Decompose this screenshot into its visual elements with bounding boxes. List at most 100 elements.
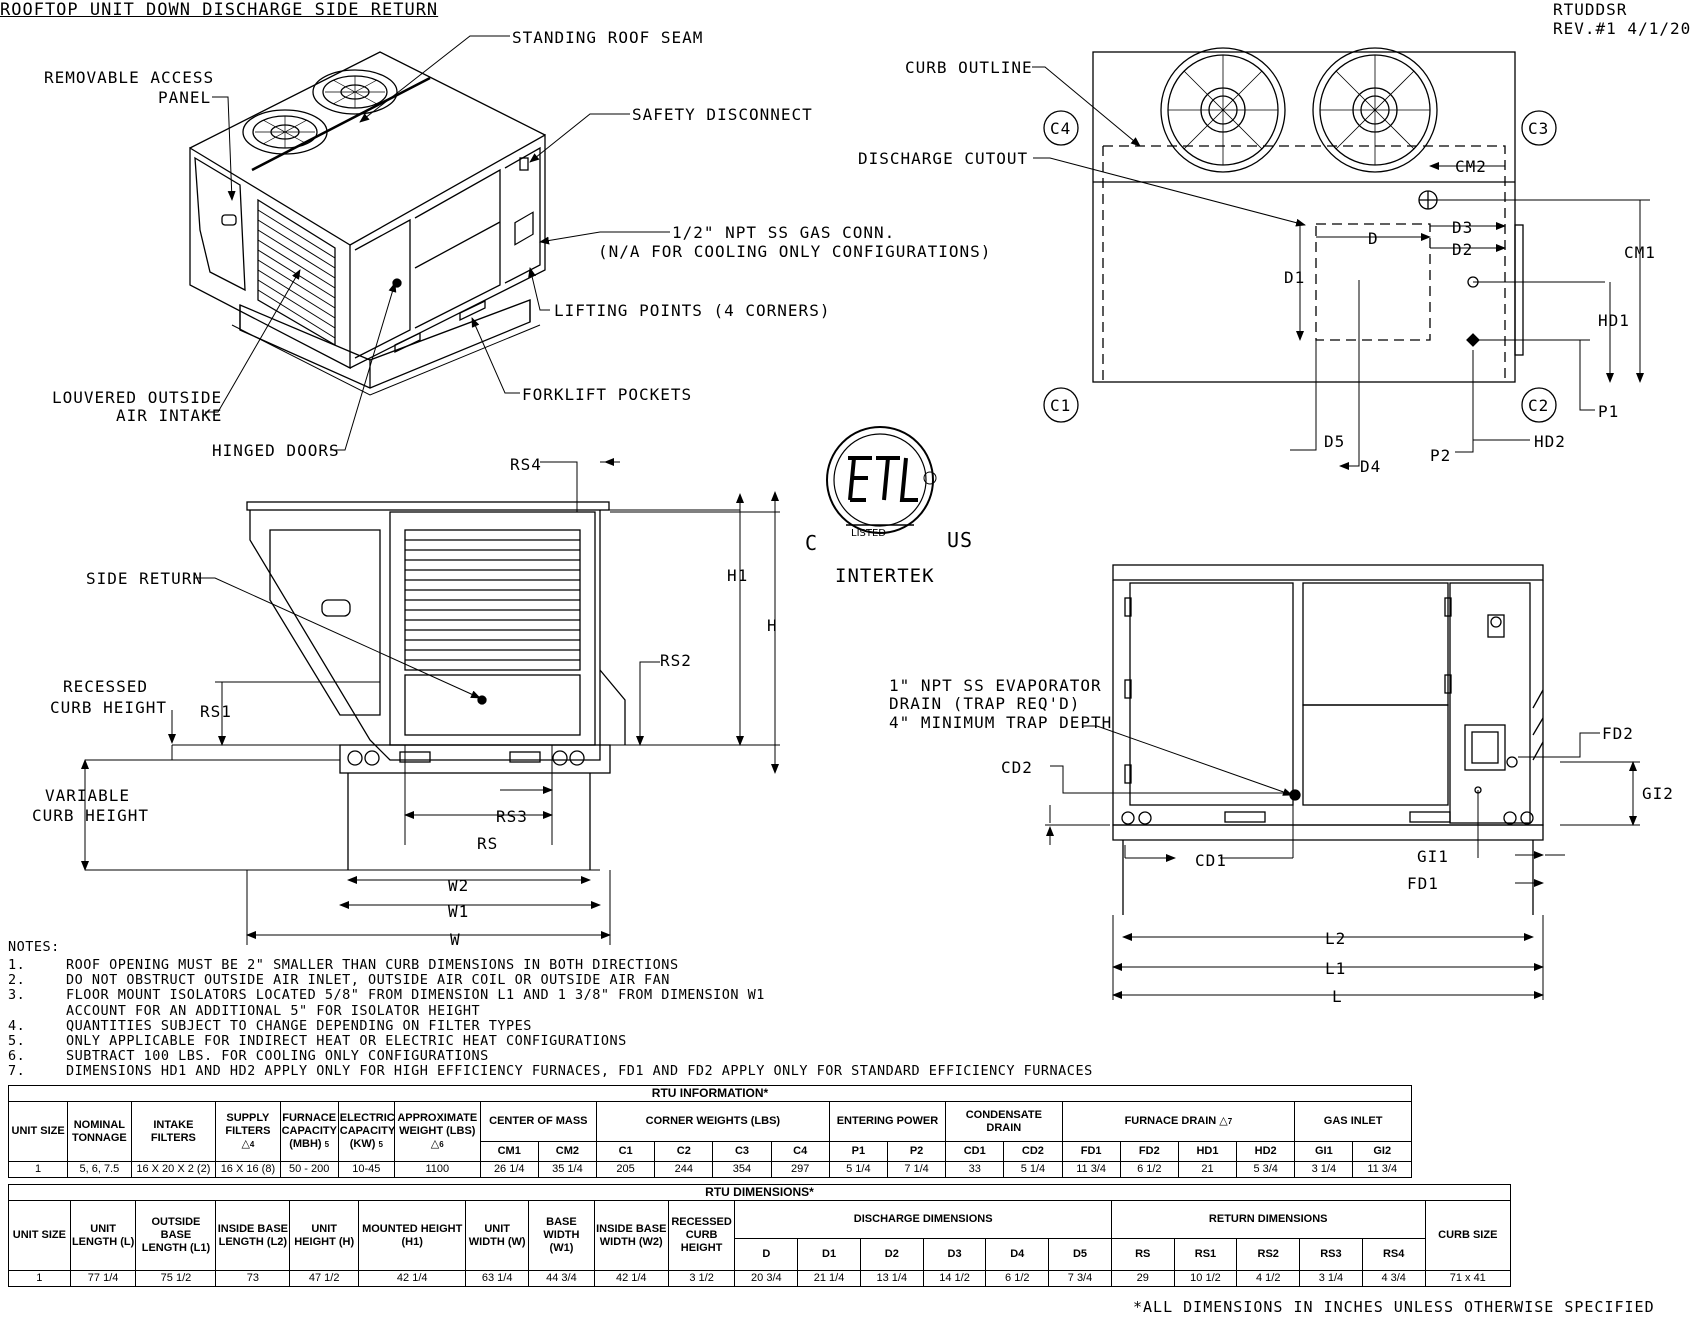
label-louvered-outside: LOUVERED OUTSIDE (52, 388, 223, 407)
th-inside-base-length: INSIDE BASE LENGTH (L2) (215, 1200, 291, 1271)
rtu-information-table: RTU INFORMATION* UNIT SIZE NOMINAL TONNA… (7, 1085, 1412, 1178)
th-gas-inlet: GAS INLET (1294, 1101, 1412, 1142)
note-text: DIMENSIONS HD1 AND HD2 APPLY ONLY FOR HI… (66, 1063, 1093, 1080)
info-data-cell: 205 (596, 1161, 656, 1178)
th-nominal-tonnage: NOMINAL TONNAGE (67, 1101, 132, 1162)
info-subheader-cell: C1 (596, 1141, 656, 1162)
label-drain-trap: DRAIN (TRAP REQ'D) (889, 694, 1081, 713)
info-data-cell: 16 X 20 X 2 (2) (130, 1161, 217, 1178)
label-d4: D4 (1360, 457, 1382, 476)
side-view-dims (81, 458, 780, 945)
info-data-cell: 5 1/4 (1003, 1161, 1063, 1178)
info-data-cell: 7 1/4 (886, 1161, 947, 1178)
note-number: 5. (8, 1033, 26, 1050)
info-subheader-cell: C3 (712, 1141, 772, 1162)
label-h: H (767, 616, 778, 635)
note-item: 4. QUANTITIES SUBJECT TO CHANGE DEPENDING… (8, 1017, 1093, 1034)
info-data-cell: 16 X 16 (8) (215, 1161, 281, 1178)
dim-data-cell: 3 1/4 (1299, 1270, 1363, 1287)
dim-data-cell: 13 1/4 (859, 1270, 924, 1287)
dim-data-cell: 63 1/4 (465, 1270, 530, 1287)
info-subheader-cell: CD1 (945, 1141, 1005, 1162)
dim-data-cell: 77 1/4 (69, 1270, 137, 1287)
th-furnace-capacity: FURNACE CAPACITY (MBH) 5 (279, 1101, 339, 1162)
th-base-width: BASE WIDTH (W1) (528, 1200, 595, 1271)
note-item: ACCOUNT FOR AN ADDITIONAL 5" FOR ISOLATO… (8, 1003, 1093, 1019)
note-number: 2. (8, 972, 26, 989)
label-d: D (1368, 229, 1379, 248)
label-rs3: RS3 (496, 807, 528, 826)
dim-table-caption: RTU DIMENSIONS* (8, 1184, 1511, 1201)
note-number: 4. (8, 1017, 26, 1034)
label-variable: VARIABLE (45, 786, 131, 805)
top-view (1032, 47, 1650, 470)
info-data-cell: 5, 6, 7.5 (67, 1161, 132, 1178)
isometric-unit-view (189, 51, 546, 396)
isometric-leaders (205, 35, 670, 451)
dim-data-cell: 4 1/2 (1236, 1270, 1301, 1287)
dim-data-cell: 42 1/4 (358, 1270, 467, 1287)
label-cm1: CM1 (1624, 243, 1656, 262)
note-text: QUANTITIES SUBJECT TO CHANGE DEPENDING O… (66, 1017, 532, 1034)
info-data-cell: 244 (654, 1161, 714, 1178)
th-curb-size: CURB SIZE (1424, 1200, 1512, 1271)
dim-data-cell: 10 1/2 (1173, 1270, 1238, 1287)
label-hd1: HD1 (1598, 311, 1630, 330)
th-supply-filters: SUPPLY FILTERS△4 (215, 1101, 281, 1162)
note-text: SUBTRACT 100 LBS. FOR COOLING ONLY CONFI… (66, 1048, 489, 1065)
label-safety-disconnect: SAFETY DISCONNECT (632, 105, 813, 124)
dim-data-cell: 73 (215, 1270, 291, 1287)
info-subheader-cell: C4 (770, 1141, 830, 1162)
th-mounted-height: MOUNTED HEIGHT (H1) (358, 1200, 467, 1271)
dim-data-cell: 4 3/4 (1361, 1270, 1426, 1287)
label-l2: L2 (1325, 929, 1347, 948)
info-data-cell: 1 (7, 1161, 69, 1178)
dim-subheader-cell: D3 (922, 1238, 987, 1271)
th-unit-length: UNIT LENGTH (L) (69, 1200, 137, 1271)
dim-subheader-cell: RS2 (1236, 1238, 1301, 1271)
label-w1: W1 (448, 902, 470, 921)
label-lifting-points: LIFTING POINTS (4 CORNERS) (554, 301, 831, 320)
info-data-cell: 297 (770, 1161, 830, 1178)
label-cm2: CM2 (1455, 157, 1487, 176)
th-dim-unit-size: UNIT SIZE (8, 1200, 71, 1271)
info-data-cell: 33 (945, 1161, 1005, 1178)
notes-list: 1.ROOF OPENING MUST BE 2" SMALLER THAN C… (8, 957, 1093, 1080)
label-l: L (1332, 987, 1343, 1006)
dim-subheader-cell: D1 (797, 1238, 861, 1271)
label-trap-depth: 4" MINIMUM TRAP DEPTH (889, 713, 1113, 732)
dim-data-cell: 20 3/4 (734, 1270, 799, 1287)
label-fd2: FD2 (1602, 724, 1634, 743)
dim-data-cell: 3 1/2 (667, 1270, 736, 1287)
side-view (246, 501, 626, 870)
front-view (1112, 564, 1544, 915)
label-removable-access: REMOVABLE ACCESS (44, 68, 215, 87)
info-data-cell: 35 1/4 (537, 1161, 598, 1178)
label-p2: P2 (1430, 446, 1452, 465)
note-number: 6. (8, 1048, 26, 1065)
info-data-cell: 1100 (393, 1161, 481, 1178)
label-w2: W2 (448, 876, 470, 895)
label-variable-curb-height: CURB HEIGHT (32, 806, 149, 825)
label-side-return: SIDE RETURN (86, 569, 203, 588)
label-p1: P1 (1598, 402, 1620, 421)
info-data-cell: 354 (712, 1161, 772, 1178)
dim-subheader-cell: D5 (1048, 1238, 1112, 1271)
label-curb-height: CURB HEIGHT (50, 698, 167, 717)
label-cd1: CD1 (1195, 851, 1227, 870)
dim-subheader-cell: RS4 (1361, 1238, 1426, 1271)
label-c3: C3 (1528, 119, 1550, 138)
dim-data-cell: 44 3/4 (528, 1270, 595, 1287)
info-subheader-cell: C2 (654, 1141, 714, 1162)
th-condensate-drain: CONDENSATE DRAIN (945, 1101, 1063, 1142)
label-d3: D3 (1452, 218, 1474, 237)
label-rs1: RS1 (200, 702, 232, 721)
note-item: 5.ONLY APPLICABLE FOR INDIRECT HEAT OR E… (8, 1033, 1093, 1050)
label-c2: C2 (1528, 396, 1550, 415)
label-rs4: RS4 (510, 455, 542, 474)
label-removable-access-panel: PANEL (158, 88, 212, 107)
th-return-dimensions: RETURN DIMENSIONS (1110, 1200, 1426, 1239)
